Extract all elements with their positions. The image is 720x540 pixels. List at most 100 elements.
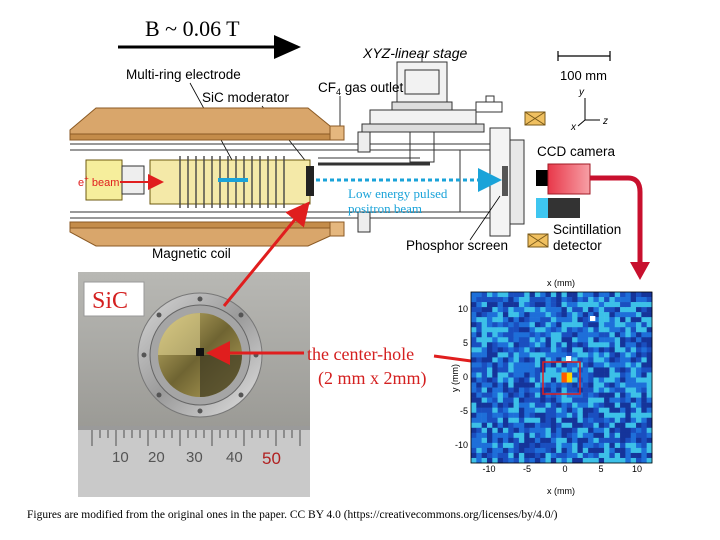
heatmap-cell <box>534 307 541 313</box>
heatmap-cell <box>641 347 647 353</box>
heatmap-cell <box>524 367 530 373</box>
heatmap-cell <box>604 352 610 358</box>
heatmap-cell <box>524 352 530 358</box>
heatmap-cell <box>636 407 642 414</box>
heatmap-cell <box>609 372 616 378</box>
heatmap-cell <box>625 417 631 424</box>
heatmap-cell <box>513 452 520 459</box>
heatmap-cell <box>598 307 605 313</box>
heatmap-cell <box>582 362 589 368</box>
heatmap-cell <box>486 377 493 383</box>
heatmap-cell <box>556 337 562 343</box>
heatmap-cell <box>577 352 584 358</box>
heatmap-cell <box>572 327 578 333</box>
heatmap-cell <box>604 292 610 298</box>
heatmap-cell <box>582 292 589 298</box>
heatmap-cell <box>572 352 578 358</box>
heatmap-cell <box>604 357 610 363</box>
heatmap-cell <box>540 342 546 348</box>
heatmap-cell <box>577 297 584 303</box>
heatmap-cell <box>625 412 631 419</box>
heatmap-cell <box>582 437 589 444</box>
heatmap-cell <box>614 377 621 383</box>
heatmap-cell <box>502 312 509 318</box>
heatmap-cell <box>630 422 637 429</box>
heatmap-cell <box>588 322 594 328</box>
heatmap-cell <box>641 392 647 398</box>
heatmap-cell <box>524 452 530 459</box>
heatmap-cell <box>545 417 552 424</box>
heatmap-cell <box>556 297 562 303</box>
heatmap-cell <box>550 292 557 298</box>
heatmap-cell <box>598 377 605 383</box>
heatmap-cell <box>577 347 584 353</box>
heatmap-cell <box>630 367 637 373</box>
heatmap-cell <box>636 402 642 408</box>
heatmap-cell <box>561 407 568 414</box>
heatmap-cell <box>566 427 573 434</box>
heatmap-cell <box>630 402 637 408</box>
heatmap-cell <box>566 312 573 318</box>
ruler-number-30: 30 <box>186 449 203 466</box>
heatmap-cell <box>508 357 514 363</box>
heatmap-cell <box>609 332 616 338</box>
heatmap-cell <box>630 392 637 398</box>
heatmap-cell <box>529 422 536 429</box>
heatmap-cell <box>577 422 584 429</box>
heatmap-cell <box>518 387 525 393</box>
heatmap-cell <box>492 442 498 449</box>
heatmap-cell <box>513 412 520 419</box>
heatmap-cell <box>588 427 594 434</box>
heatmap-cell <box>561 322 568 328</box>
heatmap-cell <box>476 422 482 429</box>
heatmap-cell <box>518 292 525 298</box>
heatmap-cell <box>545 292 552 298</box>
heatmap-cell <box>614 362 621 368</box>
heatmap-cell <box>529 292 536 298</box>
heatmap-cell <box>508 367 514 373</box>
heatmap-cell <box>593 322 600 328</box>
ring-screws <box>141 296 259 414</box>
heatmap-cell <box>630 322 637 328</box>
heatmap-cell <box>641 437 647 444</box>
heatmap-x-tick-10: 10 <box>632 464 642 474</box>
heatmap-cell <box>577 292 584 298</box>
heatmap-cell <box>609 417 616 424</box>
heatmap-cell <box>566 392 573 398</box>
heatmap-cell <box>486 342 493 348</box>
heatmap-cell <box>641 402 647 408</box>
heatmap-cell <box>588 377 594 383</box>
heatmap-cell <box>545 357 552 363</box>
heatmap-cell <box>561 422 568 429</box>
photo-to-moderator-arrow <box>222 201 310 307</box>
heatmap-cell <box>508 442 514 449</box>
heatmap-cell <box>545 447 552 454</box>
heatmap-cell <box>636 307 642 313</box>
heatmap-cell <box>641 327 647 333</box>
heatmap-cell <box>492 452 498 459</box>
heatmap-cell <box>620 392 626 398</box>
heatmap-cell <box>529 452 536 459</box>
heatmap-cell <box>486 327 493 333</box>
heatmap-cell <box>625 362 631 368</box>
heatmap-cell <box>566 452 573 459</box>
heatmap-cell <box>502 407 509 414</box>
heatmap-cell <box>646 372 653 378</box>
heatmap-cell <box>481 382 488 388</box>
heatmap-cell <box>588 342 594 348</box>
heatmap-cell <box>625 312 631 318</box>
heatmap-cell <box>636 412 642 419</box>
heatmap-cell <box>636 292 642 298</box>
heatmap-cell <box>604 377 610 383</box>
heatmap-cell <box>630 437 637 444</box>
heatmap-cell <box>471 447 477 454</box>
heatmap-cell <box>572 377 578 383</box>
heatmap-cell <box>471 297 477 303</box>
heatmap-cell <box>513 342 520 348</box>
heatmap-cell <box>497 362 504 368</box>
heatmap-cell <box>481 362 488 368</box>
heatmap-cell <box>561 437 568 444</box>
heatmap-cell <box>646 397 653 403</box>
heatmap-cell <box>561 442 568 449</box>
magnetic-coil-top <box>69 107 331 141</box>
